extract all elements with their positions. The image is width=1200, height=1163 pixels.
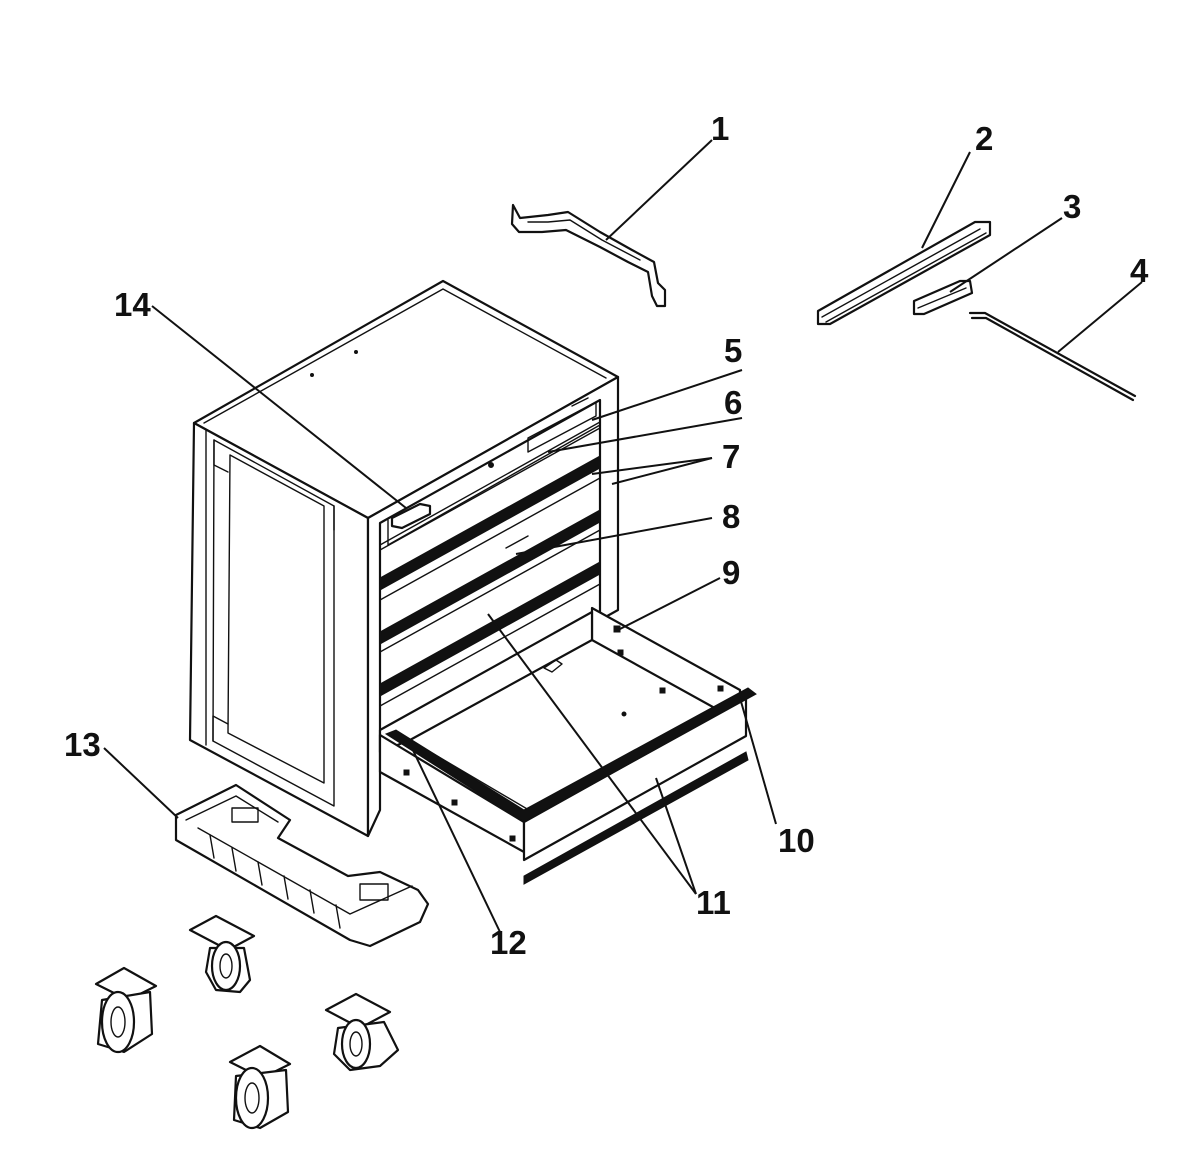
callout-1: 1 [711, 110, 729, 147]
open-drawer [378, 606, 757, 885]
part-3-small-rail [912, 279, 974, 316]
callout-6: 6 [724, 384, 742, 421]
leader-lines [103, 139, 1143, 933]
callout-7: 7 [722, 438, 740, 475]
callout-5: 5 [724, 332, 742, 369]
cabinet-body [188, 279, 620, 838]
callout-10: 10 [778, 822, 815, 859]
caster-wheel-4 [228, 1044, 292, 1130]
part-13-base-tray [174, 783, 430, 948]
part-2-slide-rail [816, 220, 992, 326]
callout-8: 8 [722, 498, 740, 535]
drawer-stack [379, 427, 601, 707]
callout-labels: 1 2 3 4 5 6 7 8 9 10 11 12 13 14 [64, 110, 1149, 961]
callout-13: 13 [64, 726, 101, 763]
part-4-rod [968, 311, 1137, 402]
part-1-bracket [510, 203, 667, 308]
callout-12: 12 [490, 924, 527, 961]
caster-wheel-2 [94, 966, 158, 1054]
callout-2: 2 [975, 120, 993, 157]
callout-11: 11 [696, 884, 731, 921]
callout-9: 9 [722, 554, 740, 591]
caster-wheel-3 [324, 992, 400, 1072]
callout-4: 4 [1130, 252, 1149, 289]
callout-14: 14 [114, 286, 151, 323]
callout-3: 3 [1063, 188, 1081, 225]
caster-wheel-1 [188, 914, 256, 994]
